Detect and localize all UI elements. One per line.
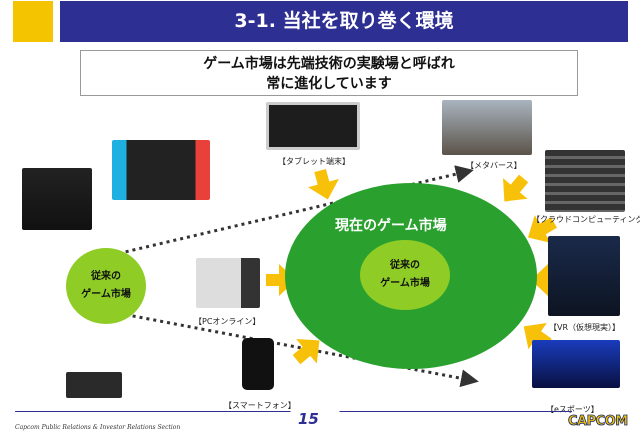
- label-vr: 【VR（仮想現実）】: [549, 323, 621, 332]
- smartphone-image: [242, 338, 274, 390]
- vr-image: [548, 236, 620, 316]
- subtitle-line-1: ゲーム市場は先端技術の実験場と呼ばれ: [203, 56, 455, 72]
- arrow-tablet: [308, 168, 339, 200]
- label-metaverse: 【メタバース】: [466, 161, 522, 170]
- footer-divider: [15, 411, 627, 412]
- label-tablet: 【タブレット端末】: [278, 157, 350, 166]
- ps4-image: [22, 168, 92, 230]
- page-number: 15: [298, 410, 319, 428]
- label-pc: 【PCオンライン】: [194, 317, 261, 326]
- subtitle-box: ゲーム市場は先端技術の実験場と呼ばれ 常に進化しています: [80, 50, 578, 96]
- metaverse-image: [442, 100, 532, 155]
- left-label-1: 従来の: [91, 271, 121, 282]
- xbox-image: [66, 372, 122, 398]
- arrow-smartphone: [292, 339, 320, 365]
- esports-image: [532, 340, 620, 388]
- current-market-label: 現在のゲーム市場: [335, 218, 447, 234]
- pc-image: [196, 258, 260, 308]
- arrow-pc: [266, 264, 296, 296]
- label-smartphone: 【スマートフォン】: [224, 401, 296, 410]
- capcom-logo: CAPCOM: [568, 414, 629, 430]
- switch-image: [112, 140, 210, 200]
- arrow-cloud: [528, 215, 557, 243]
- conventional-market-inner-circle: 従来の ゲーム市場: [360, 240, 450, 310]
- ipad-image: [266, 102, 360, 150]
- label-esports: 【eスポーツ】: [546, 405, 599, 414]
- arrow-metaverse: [503, 174, 529, 202]
- footer-section: Capcom Public Relations & Investor Relat…: [15, 424, 181, 431]
- subtitle-line-2: 常に進化しています: [266, 76, 392, 92]
- page-title: 3-1. 当社を取り巻く環境: [60, 1, 628, 42]
- label-cloud: 【クラウドコンピューティング】: [532, 215, 640, 224]
- inner-label-2: ゲーム市場: [380, 278, 430, 289]
- arrow-vr: [531, 264, 561, 296]
- accent-square: [13, 1, 53, 42]
- server-image: [545, 150, 625, 212]
- conventional-market-left-circle: 従来の ゲーム市場: [66, 248, 146, 324]
- inner-label-1: 従来の: [390, 260, 420, 271]
- left-label-2: ゲーム市場: [81, 289, 131, 300]
